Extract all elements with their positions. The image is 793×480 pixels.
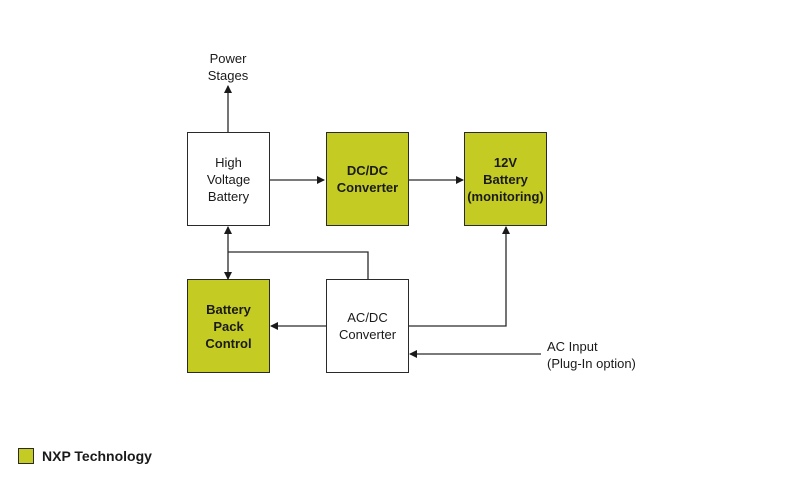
block-text: Battery: [206, 301, 251, 317]
block-high-voltage-battery: High Voltage Battery: [187, 132, 270, 226]
power-stages-line2: Stages: [207, 68, 249, 83]
ac-input-line2: (Plug-In option): [547, 356, 636, 371]
block-text: (monitoring): [467, 188, 544, 204]
legend-swatch: [18, 448, 34, 464]
block-dcdc-converter: DC/DC Converter: [326, 132, 409, 226]
legend: NXP Technology: [18, 448, 152, 464]
wire-acdc-to-hv: [228, 251, 369, 279]
block-text: Pack: [213, 318, 244, 334]
ac-input-line1: AC Input: [547, 339, 598, 354]
block-text: High: [215, 154, 242, 170]
block-text: Control: [205, 335, 252, 351]
block-12v-battery: 12V Battery (monitoring): [464, 132, 547, 226]
block-text: 12V: [493, 154, 518, 170]
block-text: Converter: [338, 327, 397, 342]
block-text: Battery: [483, 171, 528, 187]
block-text: Battery: [207, 188, 250, 204]
block-battery-pack-control: Battery Pack Control: [187, 279, 270, 373]
block-text: DC/DC: [346, 163, 389, 178]
block-acdc-converter: AC/DC Converter: [326, 279, 409, 373]
block-text: Voltage: [206, 171, 251, 187]
block-text: AC/DC: [347, 310, 388, 325]
block-text: Converter: [336, 180, 399, 195]
arrow-acdc-to-12v: [409, 226, 510, 327]
ac-input-label: AC Input (Plug-In option): [547, 338, 636, 372]
power-stages-label: Power Stages: [204, 50, 252, 84]
power-stages-line1: Power: [209, 51, 247, 66]
legend-label: NXP Technology: [42, 448, 152, 464]
